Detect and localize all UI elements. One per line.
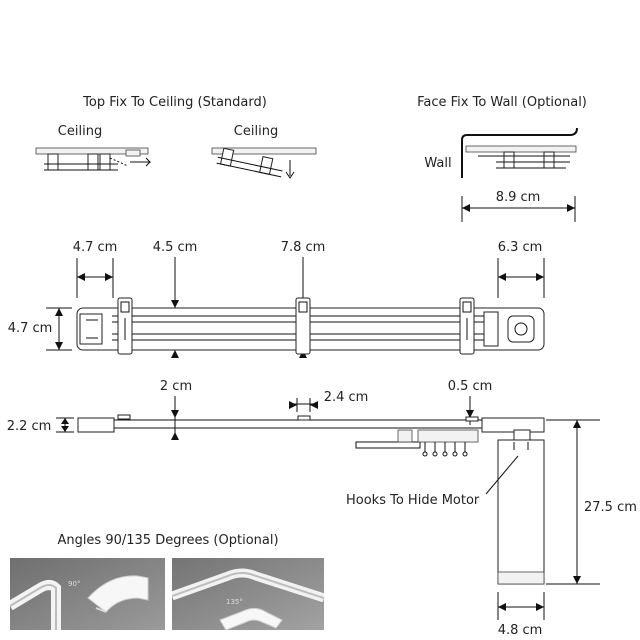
wall-label: Wall xyxy=(424,156,451,171)
top-fix-profile-straight xyxy=(35,147,152,171)
side-view-dimensions xyxy=(56,396,474,440)
bracket-middle xyxy=(295,297,311,355)
face-width-value: 8.9 cm xyxy=(496,190,541,205)
motor-unit xyxy=(497,429,545,585)
track-height-dim-label: 4.7 cm xyxy=(8,321,53,336)
top-fix-profile-tilted xyxy=(211,147,317,179)
side-2-2cm-label: 2.2 cm xyxy=(7,419,52,434)
dimension-motor-width xyxy=(497,592,545,620)
track-side-view xyxy=(77,414,545,433)
left-end-dim-label: 4.7 cm xyxy=(73,240,118,255)
angle-135-mark: 135° xyxy=(226,598,243,606)
hooks-pointer xyxy=(485,455,519,495)
side-2-4cm-label: 2.4 cm xyxy=(324,390,369,405)
bracket-left xyxy=(117,297,133,355)
ceiling-label-1: Ceiling xyxy=(58,124,102,139)
side-2cm-label: 2 cm xyxy=(160,379,192,394)
right-end-dim-label: 6.3 cm xyxy=(498,240,543,255)
ceiling-label-2: Ceiling xyxy=(234,124,278,139)
side-0-5cm-label: 0.5 cm xyxy=(448,379,493,394)
hooks-label: Hooks To Hide Motor xyxy=(346,493,480,508)
bracket-2-dim-label: 7.8 cm xyxy=(281,240,326,255)
angles-title: Angles 90/135 Degrees (Optional) xyxy=(57,533,278,548)
face-fix-title: Face Fix To Wall (Optional) xyxy=(417,95,587,110)
motor-height-label: 27.5 cm xyxy=(584,500,637,515)
angle-135-photo: 135° xyxy=(172,558,324,630)
dimension-motor-height xyxy=(546,419,600,585)
angle-90-photo: 90° xyxy=(10,558,165,630)
motor-width-label: 4.8 cm xyxy=(498,623,543,638)
dimension-face-width: 8.9 cm xyxy=(461,190,576,222)
bracket-right xyxy=(459,297,475,355)
top-fix-title: Top Fix To Ceiling (Standard) xyxy=(82,95,267,110)
face-fix-profile xyxy=(461,127,578,178)
carrier-hooks xyxy=(355,429,479,457)
bracket-1-dim-label: 4.5 cm xyxy=(153,240,198,255)
angle-90-mark: 90° xyxy=(68,580,80,588)
